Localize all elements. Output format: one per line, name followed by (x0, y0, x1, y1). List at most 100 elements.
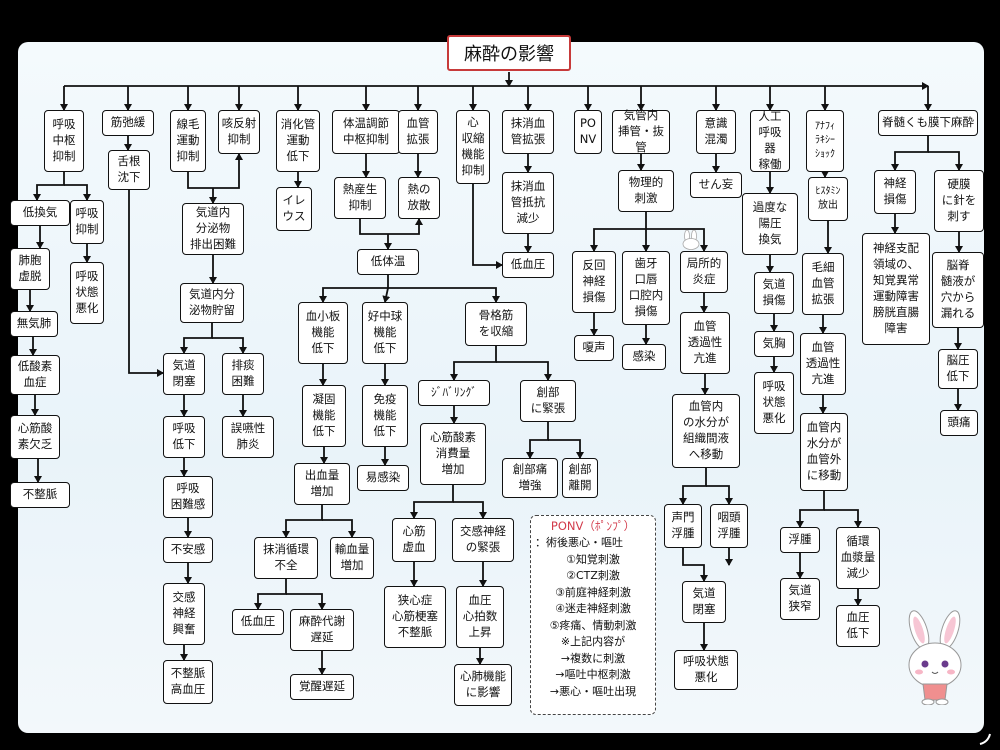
connector-arrow (282, 505, 323, 538)
node-shinshukusei: 心 収縮 機能 抑制 (456, 110, 490, 184)
connector-arrow (128, 190, 164, 377)
node-kekkantoka1: 血管 透過性 亢進 (680, 312, 730, 374)
ponv-line: ④迷走神経刺激 (555, 602, 631, 616)
node-moisai: 毛細 血管 拡張 (802, 253, 844, 315)
ponv-line: ②CTZ刺激 (566, 569, 620, 583)
node-masshokekkan: 抹消血 管拡張 (502, 110, 554, 154)
ponv-line: ※上記内容が (560, 635, 626, 649)
node-kidoheisoku2: 気道 閉塞 (682, 581, 726, 623)
node-fuseikoketsu: 不整脈 高血圧 (163, 660, 213, 704)
node-shoka: 消化管 運動 低下 (276, 110, 320, 172)
node-kokyuyokusei: 呼吸 抑制 (70, 200, 104, 244)
connector-arrow (382, 287, 391, 303)
connector-arrow (180, 323, 213, 354)
node-kekkannai2: 血管内 水分が 血管外 に移動 (800, 413, 848, 491)
node-netsuhosan: 熱の 放散 (398, 177, 440, 219)
node-junkan: 循環 血漿量 減少 (836, 527, 880, 589)
node-ishiki: 意識 混濁 (696, 110, 736, 154)
node-ponv: PO NV (574, 110, 602, 154)
node-ketsuatsushinpaku: 血圧 心拍数 上昇 (456, 586, 504, 648)
node-hanpuku: 反回 神経 損傷 (572, 251, 616, 313)
node-teitaion: 低体温 (357, 249, 419, 275)
connector-arrow (472, 184, 503, 269)
node-gyoko: 凝固 機能 低下 (302, 385, 346, 447)
node-zutsu: 頭痛 (940, 410, 978, 436)
node-kekkannai1: 血管内 の水分が 組織間液 へ移動 (672, 394, 740, 468)
node-meneki: 免疫 機能 低下 (362, 385, 408, 447)
connector-arrow (359, 218, 423, 235)
connector-arrow (526, 422, 549, 459)
node-noseki: 脳脊 髄液が 穴から 漏れる (932, 252, 984, 328)
ponv-note-box: PONV（ﾎﾟﾝﾌﾟ） ：術後悪心・嘔吐 ①知覚刺激 ②CTZ刺激 ③前庭神経刺… (530, 515, 656, 715)
ponv-line: →複数に刺激 (560, 651, 626, 665)
node-mukihai: 無気肺 (10, 311, 58, 337)
node-masuitaisha: 麻酔代謝 遅延 (290, 609, 354, 651)
node-ireusu: イレ ウス (276, 187, 312, 231)
node-kesshoban: 血小板 機能 低下 (298, 302, 348, 364)
node-fushu: 浮腫 (780, 527, 820, 553)
node-anaphylaxis: ｱﾅﾌｨ ﾗｷｼｰ ｼｮｯｸ (806, 110, 844, 172)
node-sobuhikai: 創部 離開 (562, 458, 598, 498)
small-rabbit-icon (682, 230, 700, 250)
node-koshiha: 咳反射 抑制 (218, 110, 260, 154)
node-zekkon: 舌根 沈下 (108, 150, 150, 190)
node-sekizui: 脊髄くも膜下麻酔 (878, 110, 978, 136)
connector-arrow (796, 491, 825, 528)
ponv-line: →嘔吐中枢刺激 (555, 668, 631, 682)
connector-arrow (254, 579, 287, 610)
diagram-title: 麻酔の影響 (447, 35, 571, 71)
connector-arrow (319, 275, 389, 303)
node-sasei: 嗄声 (574, 335, 614, 361)
connector-arrow (388, 287, 500, 303)
node-kinshikan: 筋弛緩 (102, 110, 154, 136)
connector-arrow (548, 439, 584, 459)
node-koukan: 交感 神経 興奮 (163, 583, 205, 645)
node-kyoshinsho: 狭心症 心筋梗塞 不整脈 (384, 586, 446, 648)
node-masshojunkan: 抹消循環 不全 (254, 537, 318, 579)
rabbit-mascot-icon (908, 610, 962, 705)
connector-arrow (706, 485, 733, 505)
node-kidonaibunpitsu: 気道内 分泌物 排出困難 (182, 203, 244, 255)
node-komaku: 硬膜 に針を 刺す (934, 170, 984, 232)
connector-arrow (453, 501, 487, 519)
node-kidokyosaku: 気道 狭窄 (780, 578, 820, 620)
node-ikansen: 易感染 (357, 465, 409, 491)
node-shinpai: 心肺機能 に影響 (454, 664, 512, 706)
connector-arrow (286, 593, 326, 610)
ponv-line: ③前庭神経刺激 (555, 585, 631, 599)
node-kokyukonnan: 呼吸 困難感 (163, 476, 213, 518)
node-shinkinsansoshohi: 心筋酸素 消費量 増加 (420, 423, 486, 485)
node-haitan: 排痰 困難 (222, 353, 264, 395)
node-sobu: 創部 に緊張 (520, 380, 576, 422)
node-ketsuatsuteika: 血圧 低下 (836, 605, 880, 647)
connector-arrow (33, 172, 65, 201)
node-histamine: ﾋｽﾀﾐﾝ 放出 (808, 177, 848, 221)
node-shukketsu: 出血量 増加 (294, 463, 350, 505)
connector-arrow (450, 346, 497, 381)
node-kekkan: 血管 拡張 (398, 110, 438, 154)
node-shinkeishihai: 神経支配 領域の、 知覚異常 運動障害 膀胱直腸 障害 (862, 233, 930, 345)
connector-arrow (682, 548, 708, 582)
node-kokankincho: 交感神経 の緊張 (452, 518, 514, 562)
ponv-line: →悪心・嘔吐出現 (549, 684, 637, 698)
node-haikyodatsu: 肺胞 虚脱 (10, 248, 50, 290)
node-yuketsu: 輸血量 増加 (330, 537, 374, 579)
connector-arrow (590, 212, 647, 252)
node-kikannai: 気管内 挿管・抜管 (612, 108, 670, 154)
connector-arrow (646, 228, 708, 252)
node-netsusan: 熱産生 抑制 (334, 177, 386, 219)
ponv-line: ：術後悪心・嘔吐 (535, 536, 623, 550)
node-kokyuteika: 呼吸 低下 (163, 416, 205, 458)
connector-arrow (212, 337, 247, 354)
node-sobutsu: 創部痛 増強 (502, 458, 558, 498)
ponv-line: ①知覚刺激 (566, 552, 620, 566)
connector-arrow (928, 151, 963, 171)
node-shivering: ｼﾞﾊﾞﾘﾝｸﾞ (418, 380, 490, 406)
node-kyoketsu: 心筋 虚血 (392, 518, 436, 562)
connector-arrow (496, 361, 552, 381)
node-teikanki: 低換気 (10, 200, 70, 226)
connector-arrow (891, 136, 929, 171)
node-kokyujotai2: 呼吸状態 悪化 (674, 650, 738, 690)
node-kansen: 感染 (622, 344, 666, 370)
